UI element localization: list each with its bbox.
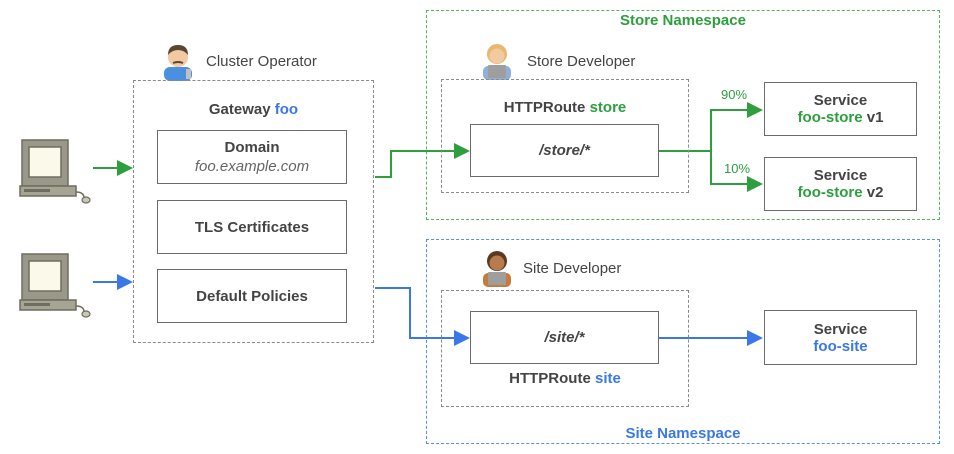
service-v1-name-line: foo-store v1 <box>798 109 884 126</box>
store-route-to-v2-arrow <box>710 151 763 192</box>
gateway-prefix: Gateway <box>208 101 271 118</box>
site-path-box: /site/* <box>470 311 659 364</box>
site-namespace-frame <box>426 239 940 444</box>
service-foo-store-v2: Service foo-store v2 <box>764 157 917 211</box>
site-route-name: site <box>594 370 621 387</box>
site-namespace-title: Site Namespace <box>625 425 741 442</box>
service-v1-title: Service <box>813 92 868 109</box>
service-v1-version: v1 <box>866 109 884 126</box>
service-v2-name: foo-store <box>797 184 863 201</box>
policies-label: Default Policies <box>196 287 308 305</box>
store-path: /store/* <box>539 142 590 159</box>
service-v2-title: Service <box>813 167 868 184</box>
service-v2-version: v2 <box>866 184 884 201</box>
store-route-title: HTTPRoute store <box>441 99 689 116</box>
cluster-operator-label: Cluster Operator <box>206 53 317 70</box>
site-path: /site/* <box>544 329 585 346</box>
domain-value: foo.example.com <box>194 158 310 175</box>
site-service-title: Service <box>813 320 868 338</box>
tls-certificates-box: TLS Certificates <box>157 200 347 254</box>
site-developer-label: Site Developer <box>523 260 622 277</box>
site-route-prefix: HTTPRoute <box>509 370 591 387</box>
store-namespace-frame <box>426 10 940 220</box>
gateway-to-site-route-arrow <box>375 287 470 346</box>
cluster-operator-avatar-icon <box>164 45 192 81</box>
store-route-frame <box>441 79 689 193</box>
computer-icon <box>19 139 91 204</box>
gateway-title: Gateway foo <box>133 101 374 118</box>
store-route-prefix: HTTPRoute <box>503 99 586 116</box>
gateway-to-store-route-arrow <box>375 143 470 178</box>
default-policies-box: Default Policies <box>157 269 347 323</box>
store-route-to-v1-arrow <box>659 102 763 152</box>
gateway-name: foo <box>274 101 299 118</box>
domain-box: Domain foo.example.com <box>157 130 347 184</box>
store-path-box: /store/* <box>470 124 659 177</box>
store-split-v1: 90% <box>721 87 748 102</box>
site-service-name: foo-site <box>813 337 868 355</box>
store-route-name: store <box>589 99 627 116</box>
tls-label: TLS Certificates <box>194 218 310 236</box>
gateway-frame <box>133 80 374 343</box>
site-route-title: HTTPRoute site <box>441 370 689 387</box>
site-developer-avatar-icon <box>483 251 511 287</box>
store-developer-label: Store Developer <box>527 53 636 70</box>
store-split-v2: 10% <box>724 161 751 176</box>
service-foo-store-v1: Service foo-store v1 <box>764 82 917 136</box>
store-developer-avatar-icon <box>483 44 511 80</box>
domain-title: Domain <box>224 139 280 156</box>
store-namespace-title: Store Namespace <box>620 12 746 29</box>
site-route-frame <box>441 290 689 407</box>
service-v1-name: foo-store <box>797 109 863 126</box>
service-v2-name-line: foo-store v2 <box>798 184 884 201</box>
service-foo-site: Service foo-site <box>764 310 917 365</box>
computer-icon <box>19 253 91 318</box>
